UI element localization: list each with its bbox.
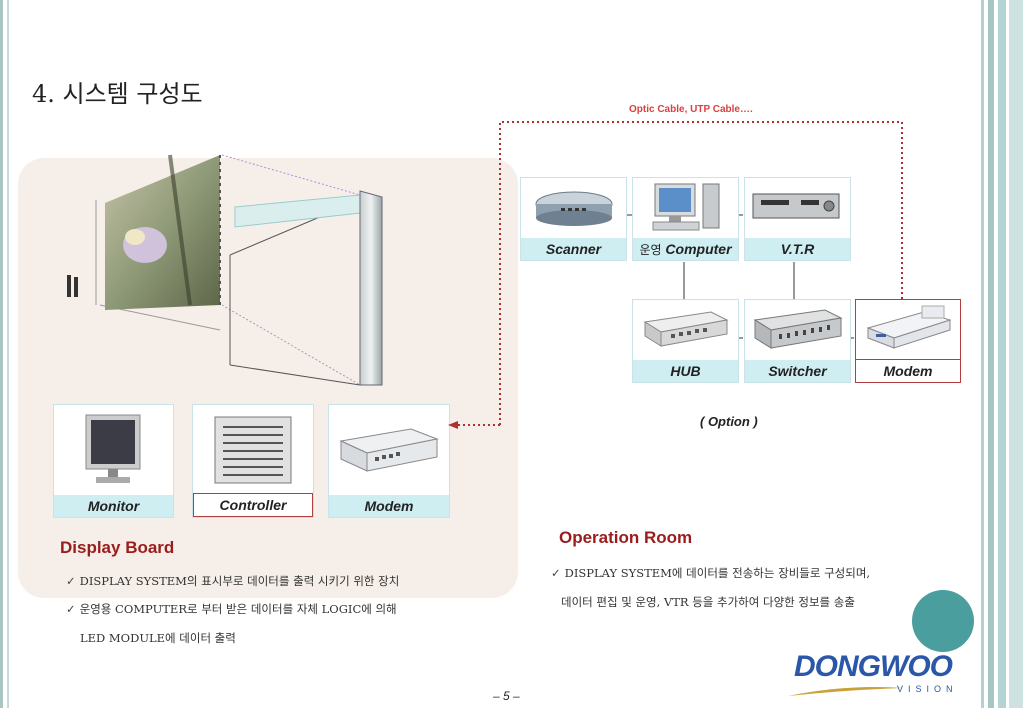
computer-label-text: Computer (665, 241, 732, 257)
operation-room-line-2: 데이터 편집 및 운영, VTR 등을 추가하여 다양한 정보를 송출 (561, 595, 855, 609)
option-modem-device: Modem (855, 299, 961, 383)
computer-device: 운영 Computer (632, 177, 739, 261)
switcher-icon (753, 309, 843, 349)
display-board-line-3: LED MODULE에 데이터 출력 (80, 631, 236, 645)
led-display-illustration (67, 154, 383, 386)
option-label: ( Option ) (700, 414, 758, 429)
cable-connector-lines (448, 121, 903, 429)
check-mark-icon: ✓ (551, 566, 561, 580)
computer-label: 운영 Computer (633, 238, 738, 260)
scanner-icon (535, 191, 613, 226)
switcher-label: Switcher (745, 360, 850, 382)
page-number: – 5 – (493, 689, 520, 703)
monitor-label: Monitor (54, 495, 173, 517)
left-border-line (0, 0, 3, 708)
controller-device: Controller (192, 404, 314, 518)
optic-cable-label: Optic Cable, UTP Cable…. (629, 104, 753, 115)
check-mark-icon: ✓ (66, 574, 76, 588)
right-border-stripes (977, 0, 1023, 708)
logo-swoosh (788, 687, 904, 696)
hub-icon (643, 311, 729, 347)
decorative-circle (912, 590, 974, 652)
switcher-device: Switcher (744, 299, 851, 383)
operation-room-line-1: ✓DISPLAY SYSTEM에 데이터를 전송하는 장비들로 구성되며, (551, 565, 870, 581)
vtr-device: V.T.R (744, 177, 851, 261)
monitor-device: Monitor (53, 404, 174, 518)
vision-logo-text: VISION (897, 684, 958, 694)
modem-device: Modem (328, 404, 450, 518)
display-board-line-2-text: 운영용 COMPUTER로 부터 받은 데이터를 자체 LOGIC에 의해 (79, 602, 397, 616)
display-board-title: Display Board (60, 538, 175, 557)
operation-room-title: Operation Room (559, 528, 693, 547)
computer-icon (652, 183, 720, 231)
operation-room-line-1-text: DISPLAY SYSTEM에 데이터를 전송하는 장비들로 구성되며, (564, 566, 871, 580)
controller-icon (214, 416, 292, 484)
modem-icon (866, 305, 952, 349)
modem-icon (339, 428, 439, 472)
controller-label: Controller (193, 493, 313, 517)
left-border-line-inner (7, 0, 9, 708)
check-mark-icon: ✓ (66, 602, 76, 616)
computer-label-prefix: 운영 (639, 243, 662, 257)
hub-device: HUB (632, 299, 739, 383)
page-title: 4. 시스템 구성도 (32, 80, 203, 108)
display-board-panel (18, 158, 518, 598)
display-board-line-2: ✓운영용 COMPUTER로 부터 받은 데이터를 자체 LOGIC에 의해 (66, 601, 397, 617)
display-board-line-1-text: DISPLAY SYSTEM의 표시부로 데이터를 출력 시키기 위한 장치 (79, 574, 400, 588)
scanner-label: Scanner (521, 238, 626, 260)
dongwoo-logo: DONGWOO (794, 650, 953, 683)
monitor-icon (85, 414, 141, 483)
scanner-device: Scanner (520, 177, 627, 261)
hub-label: HUB (633, 360, 738, 382)
display-board-line-1: ✓DISPLAY SYSTEM의 표시부로 데이터를 출력 시키기 위한 장치 (66, 573, 399, 589)
vtr-icon (752, 193, 840, 219)
vtr-label: V.T.R (745, 238, 850, 260)
option-modem-label: Modem (855, 359, 961, 383)
modem-label: Modem (329, 495, 449, 517)
